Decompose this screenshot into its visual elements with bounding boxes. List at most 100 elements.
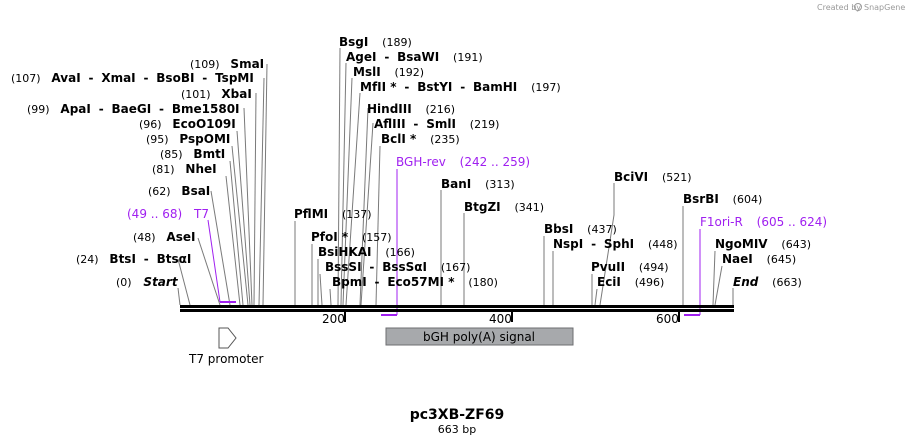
site-bcivi[interactable]: BciVI (521) (614, 170, 692, 184)
site-sphi-name: SphI (604, 237, 634, 251)
site-btgzi[interactable]: BtgZI (341) (464, 200, 544, 214)
site-ecii-name: EciI (597, 275, 621, 289)
site-ngomiv-pos: (643) (781, 238, 811, 251)
site-btgzi-pos: (341) (514, 201, 544, 214)
site-pspomi-pos: (95) (146, 133, 169, 146)
site-end-pos: (663) (772, 276, 802, 289)
site-msli[interactable]: MslI (192) (353, 65, 424, 79)
site-eco57mi-name: Eco57MI * (387, 275, 455, 289)
site-btsi[interactable]: (24) BtsI - BtsαI (76, 252, 191, 266)
site-xbai-name: XbaI (221, 87, 251, 101)
site-asei[interactable]: (48) AseI (133, 230, 195, 244)
bgh-polya-feature[interactable] (385, 327, 574, 346)
site-avai-pos: (107) (11, 72, 41, 85)
site-bsihkai-pos: (166) (385, 246, 415, 259)
site-pspomi[interactable]: (95) PspOMI (146, 132, 230, 146)
site-bsihkai[interactable]: BsiHKAI (166) (318, 245, 415, 259)
site-ecii[interactable]: EciI (496) (597, 275, 664, 289)
site-nhei-name: NheI (185, 162, 216, 176)
t7-primer-marker (207, 219, 236, 303)
site-naei-name: NaeI (722, 252, 753, 266)
site-nspi-name: NspI (553, 237, 583, 251)
site-agei-name: AgeI (346, 50, 376, 64)
site-nspi-pos: (448) (648, 238, 678, 251)
site-bani-name: BanI (441, 177, 471, 191)
site-tspmi-name: TspMI (215, 71, 254, 85)
t7-promoter-arrow-icon[interactable] (218, 327, 237, 349)
site-mfli[interactable]: MfII * - BstYI - BamHI (197) (360, 80, 561, 94)
site-bsai[interactable]: (62) BsaI (148, 184, 210, 198)
site-bsrbi[interactable]: BsrBI (604) (683, 192, 762, 206)
site-nhei-pos: (81) (152, 163, 175, 176)
dna-backbone (180, 305, 734, 312)
site-hindiii-pos: (216) (426, 103, 456, 116)
site-pfoi[interactable]: PfoI * (157) (311, 230, 392, 244)
site-apai-name: ApaI (60, 102, 90, 116)
site-pflmi[interactable]: PflMI (137) (294, 207, 372, 221)
site-bstyi-name: BstYI (417, 80, 452, 94)
site-smai-name: SmaI (230, 57, 264, 71)
primer-f1ori-r-range: (605 .. 624) (757, 215, 827, 229)
site-afliii[interactable]: AflIII - SmlI (219) (374, 117, 499, 131)
site-bpmi[interactable]: BpmI - Eco57MI * (180) (332, 275, 498, 289)
site-btsi-name: BtsI (109, 252, 136, 266)
site-ecoo109i[interactable]: (96) EcoO109I (139, 117, 236, 131)
site-bsrbi-pos: (604) (733, 193, 763, 206)
map-length: 663 bp (438, 423, 476, 436)
site-bsrbi-name: BsrBI (683, 192, 719, 206)
site-hindiii[interactable]: HindIII (216) (367, 102, 455, 116)
site-bpmi-pos: (180) (468, 276, 498, 289)
site-pflmi-name: PflMI (294, 207, 328, 221)
site-bsawi-name: BsaWI (397, 50, 439, 64)
site-bbsi-pos: (437) (587, 223, 617, 236)
site-start[interactable]: (0) Start (116, 275, 179, 289)
site-naei-pos: (645) (767, 253, 797, 266)
site-bsgi-name: BsgI (339, 35, 368, 49)
site-agei-pos: (191) (453, 51, 483, 64)
site-ngomiv[interactable]: NgoMIV (643) (715, 237, 811, 251)
site-bbsi[interactable]: BbsI (437) (544, 222, 617, 236)
ruler-label-200: 200 (322, 312, 345, 326)
site-bsssi[interactable]: BssSI - BssSαI (167) (325, 260, 470, 274)
site-pfoi-pos: (157) (362, 231, 392, 244)
site-pvuii[interactable]: PvuII (494) (591, 260, 669, 274)
site-btgzi-name: BtgZI (464, 200, 501, 214)
site-bsihkai-name: BsiHKAI (318, 245, 372, 259)
site-agei[interactable]: AgeI - BsaWI (191) (346, 50, 483, 64)
site-nspi[interactable]: NspI - SphI (448) (553, 237, 678, 251)
ruler-label-400: 400 (489, 312, 512, 326)
site-bsssalphai-name: BssSαI (382, 260, 427, 274)
site-nhei[interactable]: (81) NheI (152, 162, 217, 176)
site-bani[interactable]: BanI (313) (441, 177, 515, 191)
t7-promoter-label: T7 promoter (188, 352, 264, 366)
site-avai[interactable]: (107) AvaI - XmaI - BsoBI - TspMI (11, 71, 254, 85)
site-end[interactable]: End (663) (733, 275, 802, 289)
site-xbai[interactable]: (101) XbaI (181, 87, 252, 101)
site-bsgi[interactable]: BsgI (189) (339, 35, 412, 49)
ruler-label-600: 600 (656, 312, 679, 326)
site-baegi-name: BaeGI (112, 102, 152, 116)
site-apai[interactable]: (99) ApaI - BaeGI - Bme1580I (27, 102, 240, 116)
site-bcli[interactable]: BclI * (235) (381, 132, 460, 146)
primer-t7-label[interactable]: (49 .. 68) T7 (127, 207, 209, 221)
site-pvuii-pos: (494) (639, 261, 669, 274)
bgh-polya-label: bGH poly(A) signal (423, 330, 535, 344)
site-bsssi-name: BssSI (325, 260, 362, 274)
primer-f1ori-r-label[interactable]: F1ori-R (605 .. 624) (700, 215, 827, 229)
site-btsalphai-name: BtsαI (157, 252, 192, 266)
primer-bgh-rev-label[interactable]: BGH-rev (242 .. 259) (396, 155, 530, 169)
site-pspomi-name: PspOMI (179, 132, 230, 146)
site-bmti[interactable]: (85) BmtI (160, 147, 225, 161)
site-bcli-name: BclI * (381, 132, 417, 146)
site-btsi-pos: (24) (76, 253, 99, 266)
site-asei-name: AseI (166, 230, 195, 244)
site-bsgi-pos: (189) (382, 36, 412, 49)
site-smai[interactable]: (109) SmaI (190, 57, 264, 71)
site-bsai-pos: (62) (148, 185, 171, 198)
site-naei[interactable]: NaeI (645) (722, 252, 796, 266)
credit-brand: SnapGene (864, 3, 905, 12)
site-bsssi-pos: (167) (441, 261, 471, 274)
primer-f1ori-r-name: F1ori-R (700, 215, 743, 229)
ruler-ticks (344, 312, 680, 322)
